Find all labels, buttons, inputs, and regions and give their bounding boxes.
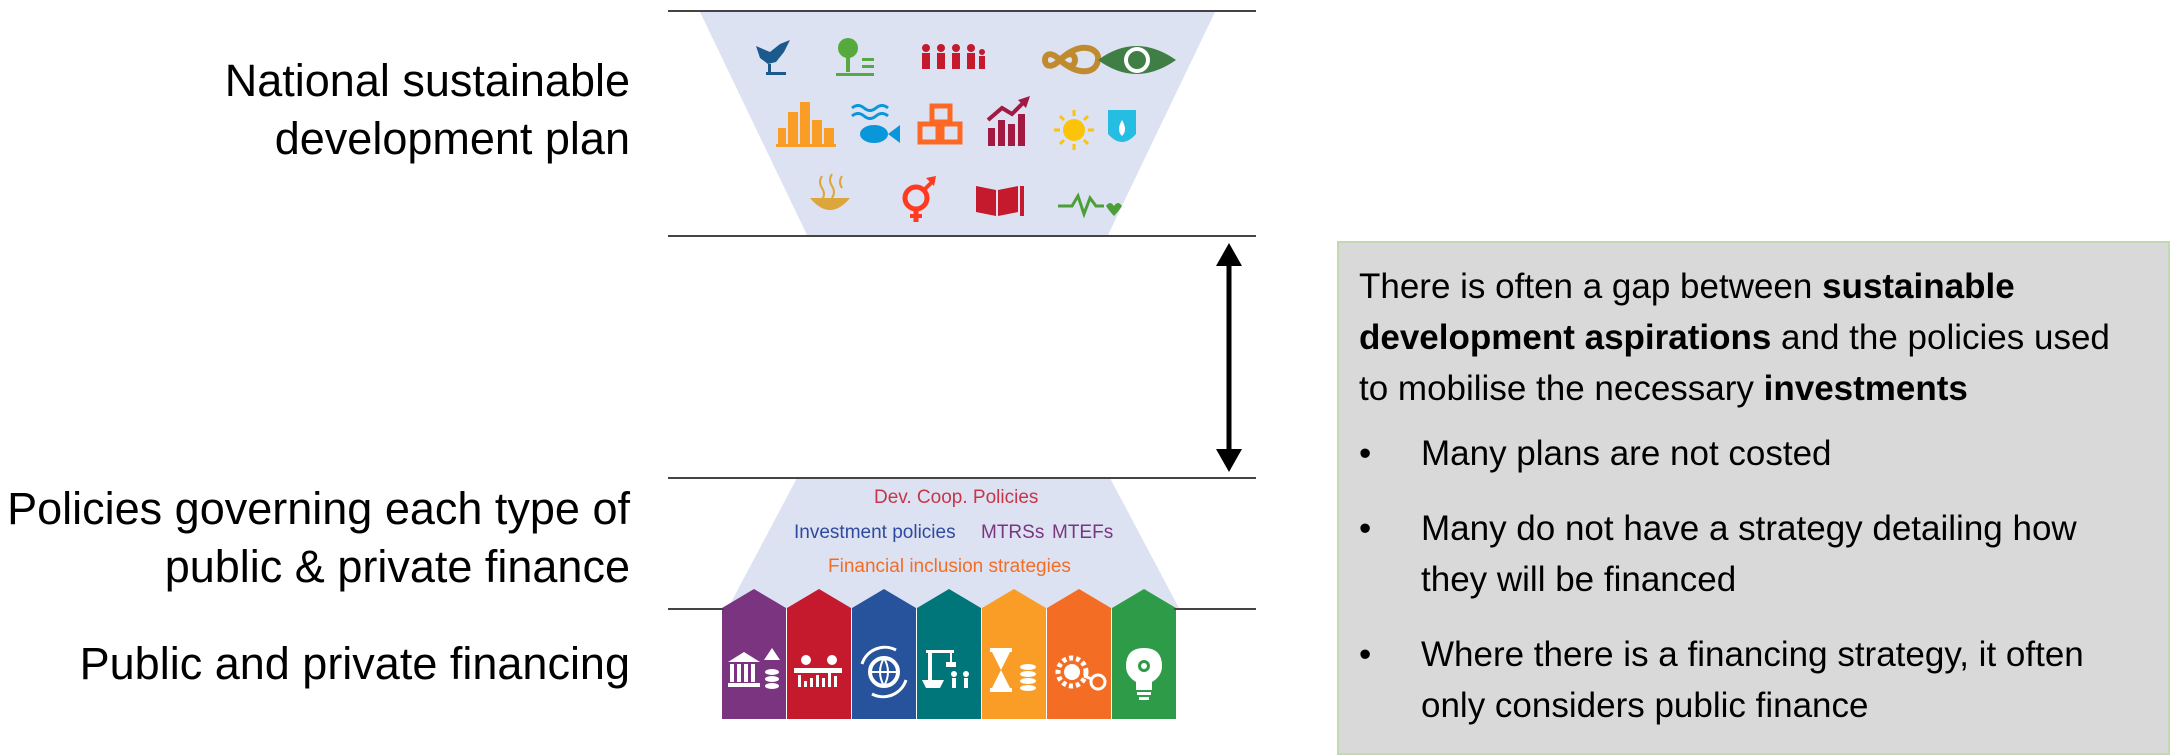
innovative-finance-icon <box>1112 589 1176 719</box>
investment-policies-label: Investment policies <box>794 522 956 543</box>
clean-energy-icon <box>1054 110 1094 150</box>
international-private-finance-icon <box>917 589 981 719</box>
bullet-icon: • <box>1359 635 1372 674</box>
financial-inclusion-label: Financial inclusion strategies <box>828 556 1071 577</box>
bullet-text: Many plans are not costed <box>1421 434 1832 473</box>
callout-intro-bold-2: investments <box>1763 369 1968 408</box>
gap-arrow <box>1216 243 1242 472</box>
life-below-water-icon <box>851 104 900 143</box>
plan-label: National sustainable development plan <box>224 55 630 164</box>
callout-intro: There is often a gap between sustainable… <box>1359 261 2148 414</box>
policies-top-rule <box>668 477 1256 479</box>
clean-water-icon <box>1108 110 1136 142</box>
callout-intro-text-2: and the policies used to mobilise the ne… <box>1359 318 2110 408</box>
mtrss-label: MTRSs <box>981 522 1045 543</box>
blended-finance-icon <box>982 589 1046 719</box>
innovation-cubes-icon <box>917 103 963 145</box>
climate-eye-icon <box>1098 46 1176 74</box>
bullet-text: Where there is a financing strategy, it … <box>1421 635 2084 725</box>
bullet-icon: • <box>1359 509 1372 548</box>
dev-coop-policies-label: Dev. Coop. Policies <box>874 487 1039 508</box>
domestic-private-finance-icon <box>787 589 851 719</box>
peace-dove-icon <box>756 40 790 75</box>
list-item: • Where there is a financing strategy, i… <box>1359 629 2148 731</box>
financing-label: Public and private financing <box>79 638 630 689</box>
list-item: • Many plans are not costed <box>1359 428 2148 479</box>
bullet-icon: • <box>1359 434 1372 473</box>
financing-left-rule <box>668 608 724 610</box>
sustainable-cities-icon <box>776 102 836 147</box>
callout-intro-bold-1: sustainable development aspirations <box>1359 267 2015 357</box>
good-health-icon <box>1058 192 1122 219</box>
remittance-finance-icon <box>1047 589 1111 719</box>
plan-bottom-rule <box>668 235 1256 237</box>
mtefs-label: MTEFs <box>1052 522 1114 543</box>
domestic-public-finance-icon <box>722 589 786 719</box>
policies-label: Policies governing each type of public &… <box>7 483 630 592</box>
policies-funnel <box>727 478 1180 610</box>
life-on-land-icon <box>836 38 874 76</box>
callout-intro-text-1: There is often a gap between <box>1359 267 1823 306</box>
gap-callout-box: There is often a gap between sustainable… <box>1337 241 2170 755</box>
callout-bullet-list: • Many plans are not costed • Many do no… <box>1359 428 2148 731</box>
international-public-finance-icon <box>852 589 916 719</box>
list-item: • Many do not have a strategy detailing … <box>1359 503 2148 605</box>
bullet-text: Many do not have a strategy detailing ho… <box>1421 509 2077 599</box>
partnership-icon <box>922 44 985 69</box>
top-rule <box>668 10 1256 12</box>
quality-education-icon <box>976 186 1024 216</box>
financing-right-rule <box>1174 608 1256 610</box>
zero-hunger-bowl-icon <box>810 173 850 210</box>
economic-growth-icon <box>986 96 1030 146</box>
gender-equality-icon <box>902 176 936 222</box>
